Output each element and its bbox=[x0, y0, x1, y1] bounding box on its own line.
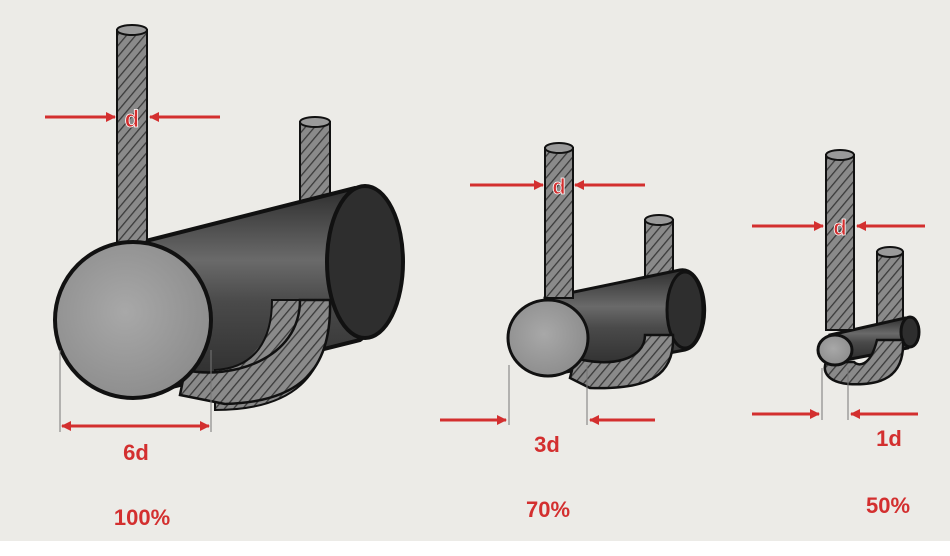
d-label: d bbox=[125, 106, 140, 133]
percent-label: 50% bbox=[866, 493, 910, 518]
frame-bottom-shadow bbox=[0, 541, 950, 551]
rope-back-top-cap bbox=[299, 116, 331, 128]
percent-label: 70% bbox=[526, 497, 570, 522]
cylinder-medium-face bbox=[506, 298, 590, 378]
percent-label: 100% bbox=[114, 505, 170, 530]
figure-large: d 6d 100% bbox=[45, 24, 405, 530]
rope-front-top-cap bbox=[116, 24, 148, 36]
cylinder-large-endcap bbox=[325, 184, 405, 340]
d-label: d bbox=[833, 215, 846, 240]
d-label: d bbox=[552, 174, 565, 199]
diameter-label: 1d bbox=[876, 426, 902, 451]
cylinder-medium-endcap bbox=[665, 270, 705, 350]
rope-front-top-cap bbox=[544, 142, 574, 154]
rope-wrap-curve bbox=[568, 333, 675, 390]
diameter-label: 3d bbox=[534, 432, 560, 457]
cylinder-small-face bbox=[816, 333, 854, 367]
rope-front-top-cap bbox=[825, 149, 855, 161]
rope-back-top-cap bbox=[644, 214, 674, 226]
figure-small: d 1d 50% bbox=[752, 149, 925, 518]
cylinder-large-face bbox=[53, 240, 213, 400]
figure-medium: d 3d 70% bbox=[440, 142, 707, 522]
cylinder-small-endcap bbox=[899, 315, 921, 349]
diameter-label: 6d bbox=[123, 440, 149, 465]
rope-front-vertical bbox=[544, 147, 574, 299]
rope-front-vertical bbox=[825, 154, 855, 331]
rope-front-vertical bbox=[116, 29, 148, 246]
rope-wrap-curve bbox=[823, 338, 905, 386]
rope-back-top-cap bbox=[876, 246, 904, 258]
